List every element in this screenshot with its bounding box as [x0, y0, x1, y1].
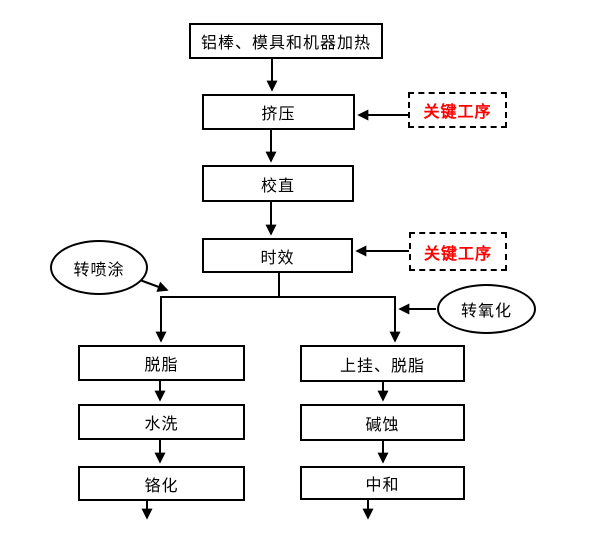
- process-box-water-washing: 水洗: [78, 404, 245, 440]
- process-box-neutralization: 中和: [300, 466, 465, 500]
- process-label-hanging-degreasing: 上挂、脱脂: [339, 355, 425, 375]
- process-label-aging: 时效: [260, 247, 295, 267]
- process-box-aging: 时效: [202, 238, 353, 273]
- process-label-heating: 铝棒、模具和机器加热: [200, 33, 371, 52]
- process-box-extrusion: 挤压: [202, 94, 355, 130]
- process-box-heating: 铝棒、模具和机器加热: [189, 23, 383, 59]
- process-box-chromating: 铬化: [78, 466, 245, 501]
- branch-oval-to-oxidation: 转氧化: [437, 284, 536, 334]
- branch-oval-to-spraying: 转喷涂: [50, 240, 148, 295]
- process-box-hanging-degreasing: 上挂、脱脂: [300, 345, 465, 382]
- process-box-alkali-etching: 碱蚀: [300, 404, 465, 441]
- branch-label-to-spraying: 转喷涂: [73, 259, 125, 279]
- branch-label-to-oxidation: 转氧化: [460, 301, 512, 320]
- process-label-alkali-etching: 碱蚀: [365, 414, 400, 434]
- process-label-neutralization: 中和: [365, 475, 400, 494]
- process-box-straightening: 校直: [202, 165, 354, 202]
- process-label-degreasing: 脱脂: [144, 355, 179, 374]
- key-process-callout-extrusion: 关键工序: [408, 92, 507, 128]
- process-box-degreasing: 脱脂: [78, 345, 245, 381]
- process-label-straightening: 校直: [260, 175, 295, 195]
- key-process-label-2: 关键工序: [423, 243, 492, 263]
- process-label-chromating: 铬化: [144, 475, 179, 495]
- process-label-water-washing: 水洗: [144, 414, 179, 433]
- key-process-label-1: 关键工序: [423, 102, 492, 121]
- process-label-extrusion: 挤压: [261, 104, 296, 123]
- key-process-callout-aging: 关键工序: [409, 232, 507, 271]
